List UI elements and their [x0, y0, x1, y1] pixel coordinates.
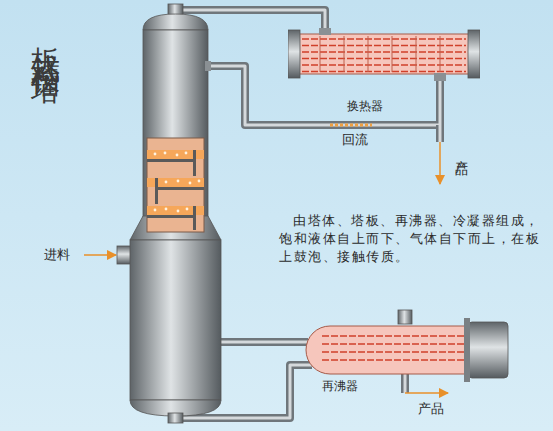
reboiler-flange [464, 318, 470, 382]
reboiler-tube [322, 359, 468, 360]
exchanger-head [468, 30, 480, 78]
reboiler-tube [322, 335, 468, 336]
equipment-label: 换热器 [340, 98, 390, 115]
product-pipe [439, 125, 442, 142]
bottoms-product-pipe [401, 372, 409, 393]
feed-label: 进料 [44, 246, 70, 264]
reboiler: 再沸器 [300, 318, 512, 394]
downcomer [193, 150, 196, 176]
bubble [154, 153, 157, 156]
column-cutaway [147, 138, 204, 232]
reflux-label: 回流 [342, 131, 368, 149]
exchanger-baffle [320, 36, 321, 72]
exchanger-tube [302, 64, 466, 65]
bubble [198, 180, 201, 183]
tray-plate [147, 159, 193, 162]
bottom-nozzle [168, 413, 183, 423]
reboiler-nozzle [398, 310, 412, 324]
bubble [177, 210, 180, 213]
reboiler-head [468, 322, 508, 378]
reflux-nozzle [205, 61, 211, 71]
bubble [165, 181, 168, 184]
bubble [154, 209, 157, 212]
bubble [185, 152, 188, 155]
heat-exchanger: 换热器 [288, 28, 480, 118]
bubble [186, 208, 189, 211]
reboiler-vapor-pipe [221, 341, 308, 344]
column-lower-shell [130, 240, 221, 400]
bubble [165, 208, 168, 211]
tray-plate [158, 187, 204, 190]
exchanger-baffle [416, 36, 417, 72]
vapor-bubbles [154, 152, 201, 213]
downcomer [193, 206, 196, 230]
product-arrow [439, 142, 441, 184]
exchanger-nozzle [434, 73, 446, 81]
exchanger-head [288, 30, 300, 78]
equipment-outline [288, 28, 480, 118]
exchanger-tube [302, 38, 466, 39]
description-note: 由塔体、塔板、再沸器、冷凝器组成， 饱和液体自上而下、气体自下而上，在板 上鼓泡… [279, 212, 545, 266]
exchanger-baffle [392, 36, 393, 72]
product-pipe [436, 125, 444, 142]
exchanger-tube [302, 45, 466, 46]
product-arrow [405, 392, 448, 394]
exchanger-baffle [440, 36, 441, 72]
bottoms-product-pipe [404, 372, 407, 393]
bubble [164, 152, 167, 155]
reboiler-tube [322, 351, 468, 352]
exchanger-tube [302, 71, 466, 72]
bubble [189, 182, 192, 185]
bubble [177, 180, 180, 183]
exchanger-baffle [344, 36, 345, 72]
reflux-flow-marker [330, 124, 372, 127]
tray-plate [147, 215, 193, 218]
exchanger-shell [298, 34, 470, 74]
reboiler-shell [306, 326, 468, 374]
diagram-title: 板式精馏塔 [26, 24, 66, 59]
column-top-head [143, 14, 208, 30]
exchanger-tube [302, 51, 466, 52]
product-label: 产品 [452, 150, 470, 156]
reboiler-tube [322, 343, 468, 344]
reflux-pipe [208, 66, 440, 125]
exchanger-baffle [368, 36, 369, 72]
exchanger-tube [302, 58, 466, 59]
downcomer [155, 178, 158, 204]
bubble [176, 154, 179, 157]
exchanger-nozzle [319, 28, 331, 35]
reflux-pipe [208, 66, 440, 125]
equipment-label: 再沸器 [322, 378, 382, 395]
feed-arrow [84, 254, 116, 256]
reboiler-vapor-pipe [221, 338, 308, 346]
product-label: 产品 [418, 400, 444, 418]
